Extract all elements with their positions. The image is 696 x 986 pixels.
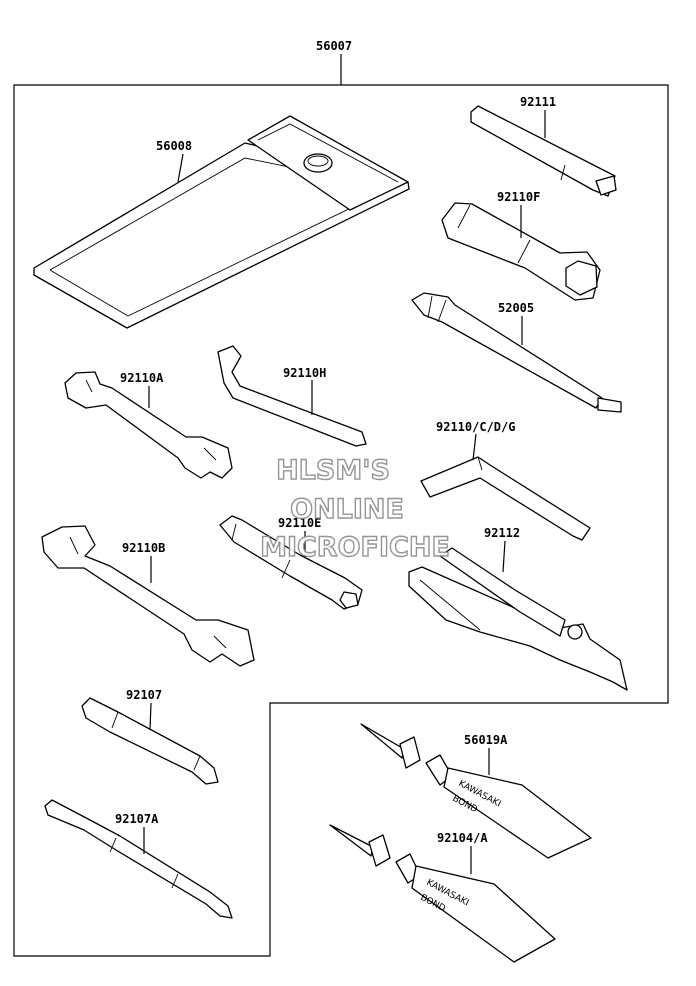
wrench-small[interactable] — [64, 371, 233, 479]
watermark-line-3: MICROFICHE — [260, 532, 450, 563]
label-52005[interactable]: 52005 — [498, 301, 534, 315]
watermark-line-2: ONLINE — [290, 494, 404, 525]
box-wrench[interactable] — [441, 202, 601, 301]
label-92110CDG[interactable]: 92110/C/D/G — [436, 420, 515, 434]
leader-56008 — [177, 153, 184, 183]
bond-tube-lower[interactable]: KAWASAKI BOND — [329, 824, 556, 963]
screwdriver-bit[interactable] — [81, 697, 219, 785]
label-56007[interactable]: 56007 — [316, 39, 352, 53]
label-92110E[interactable]: 92110E — [278, 516, 321, 530]
label-56008[interactable]: 56008 — [156, 139, 192, 153]
hook-wrench[interactable] — [217, 345, 367, 447]
wrench-large[interactable] — [41, 525, 255, 667]
leader-92110CDG — [472, 433, 477, 461]
hex-key[interactable] — [420, 456, 591, 541]
label-56019A[interactable]: 56019A — [464, 733, 508, 747]
label-92107A[interactable]: 92107A — [115, 812, 159, 826]
handle-bar[interactable] — [470, 105, 617, 197]
label-92110H[interactable]: 92110H — [283, 366, 326, 380]
screwdriver-double[interactable] — [44, 799, 233, 919]
label-92112[interactable]: 92112 — [484, 526, 520, 540]
label-92110F[interactable]: 92110F — [497, 190, 540, 204]
label-92110A[interactable]: 92110A — [120, 371, 164, 385]
watermark-line-1: HLSM'S — [276, 455, 390, 486]
tool-pouch[interactable] — [33, 115, 410, 329]
label-92110B[interactable]: 92110B — [122, 541, 165, 555]
watermark: HLSM'S ONLINE MICROFICHE — [259, 454, 450, 563]
label-92111[interactable]: 92111 — [520, 95, 556, 109]
rod-tool[interactable] — [411, 292, 622, 413]
kit-boundary — [13, 84, 669, 957]
leader-92107 — [149, 702, 152, 731]
label-92107[interactable]: 92107 — [126, 688, 162, 702]
label-92104A[interactable]: 92104/A — [437, 831, 488, 845]
socket-tool[interactable] — [219, 515, 363, 610]
leader-92112 — [502, 540, 506, 573]
pliers[interactable] — [408, 547, 628, 691]
